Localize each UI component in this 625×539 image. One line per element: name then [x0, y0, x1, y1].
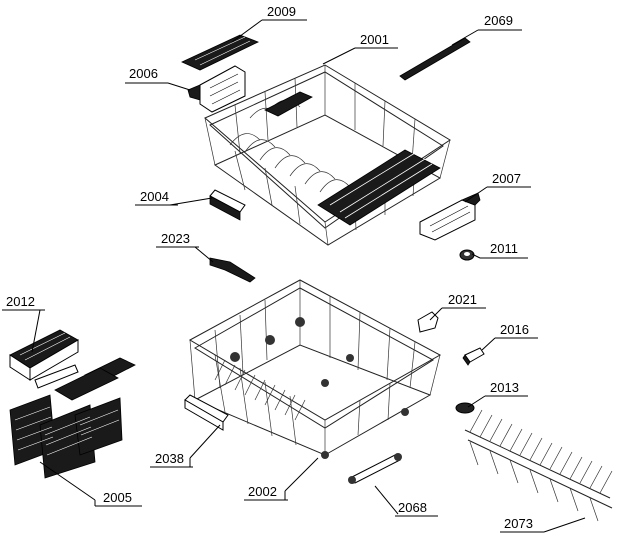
part-2012-cutlery-lid — [9, 329, 79, 381]
part-2007-bracket — [419, 192, 481, 241]
part-2073-tine-rack — [464, 409, 613, 522]
label-2021: 2021 — [448, 292, 477, 307]
part-2006-holder — [187, 65, 246, 113]
part-2023-clip — [209, 257, 256, 283]
label-2001: 2001 — [360, 32, 389, 47]
label-2009: 2009 — [267, 4, 296, 19]
label-2013: 2013 — [490, 380, 519, 395]
part-2011-wheel — [459, 249, 475, 261]
label-2038: 2038 — [155, 451, 184, 466]
label-2005: 2005 — [103, 490, 132, 505]
part-number-labels: 2009 2069 2001 2006 2004 2007 2023 2011 … — [2, 4, 544, 533]
part-2068-wheel-axle — [348, 453, 402, 484]
label-2004: 2004 — [140, 189, 169, 204]
part-2016-clip — [462, 347, 485, 366]
part-2069-rail — [399, 37, 471, 81]
label-2068: 2068 — [398, 500, 427, 515]
label-2012: 2012 — [6, 294, 35, 309]
label-2016: 2016 — [500, 322, 529, 337]
label-2073: 2073 — [504, 516, 533, 531]
upper-basket — [204, 64, 451, 246]
label-2023: 2023 — [161, 231, 190, 246]
label-2069: 2069 — [484, 13, 513, 28]
lower-basket — [188, 279, 442, 459]
part-2005-cutlery-basket — [9, 357, 136, 479]
label-2002: 2002 — [248, 484, 277, 499]
part-2009-cup-shelf — [181, 34, 260, 71]
label-2006: 2006 — [129, 66, 158, 81]
part-2038-cover — [184, 394, 229, 431]
label-2007: 2007 — [492, 171, 521, 186]
leader-lines — [31, 19, 586, 533]
part-2004-cover — [209, 189, 246, 221]
label-2011: 2011 — [490, 241, 518, 256]
